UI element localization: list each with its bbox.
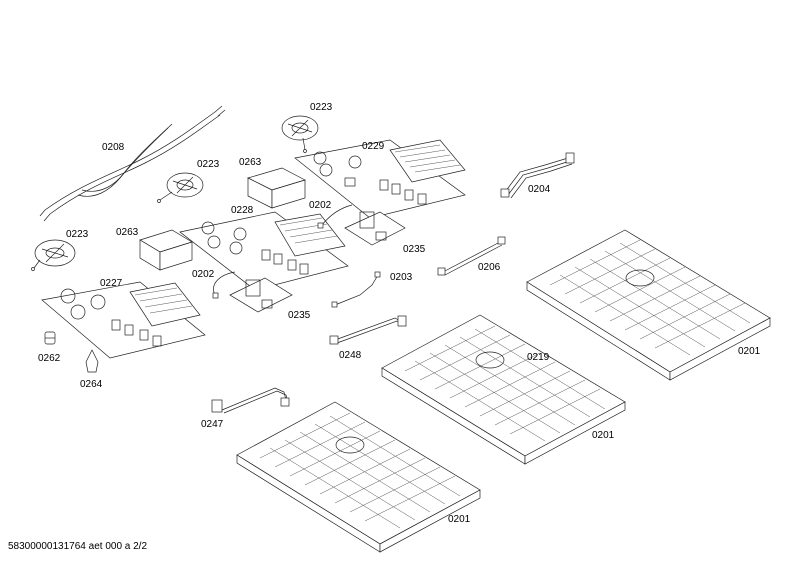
- wire-0203: [331, 271, 381, 308]
- label-0201-a: 0201: [738, 346, 761, 357]
- label-0264: 0264: [80, 379, 103, 390]
- label-0208: 0208: [102, 142, 125, 153]
- label-0263-b: 0263: [116, 227, 139, 238]
- label-0227: 0227: [100, 278, 123, 289]
- small-board-0235-b: [229, 277, 293, 313]
- label-0229: 0229: [362, 141, 385, 152]
- label-0202-a: 0202: [309, 200, 332, 211]
- label-0201-c: 0201: [448, 514, 471, 525]
- label-0223-a: 0223: [310, 102, 333, 113]
- label-0203: 0203: [390, 272, 413, 283]
- clip-0264: [85, 349, 99, 373]
- label-0248: 0248: [339, 350, 362, 361]
- label-0228: 0228: [231, 205, 254, 216]
- base-tray-0201-c: [236, 401, 481, 553]
- ribbon-cable-0204: [500, 152, 575, 199]
- base-tray-0201-b: [381, 314, 626, 465]
- label-0223-b: 0223: [197, 159, 220, 170]
- circuit-board-0229: [294, 139, 466, 219]
- circuit-board-0228: [179, 211, 349, 291]
- base-tray-0201-a: [526, 229, 771, 381]
- wire-0202-a: [317, 204, 353, 229]
- document-reference: 58300000131764 aet 000 a 2/2: [8, 541, 148, 552]
- cable-harness-0208: [39, 105, 226, 222]
- circuit-board-0227: [41, 281, 206, 359]
- label-0247: 0247: [201, 419, 224, 430]
- wire-0202-b: [212, 271, 236, 299]
- label-0201-b: 0201: [592, 430, 615, 441]
- cover-box-0263-b: [139, 229, 193, 271]
- label-0262: 0262: [38, 353, 61, 364]
- wire-0247: [211, 387, 290, 414]
- label-0223-c: 0223: [66, 229, 89, 240]
- label-0235-a: 0235: [403, 244, 426, 255]
- label-0219: 0219: [527, 352, 550, 363]
- label-0202-b: 0202: [192, 269, 215, 280]
- fan-0223-b: [157, 172, 204, 203]
- label-0263-a: 0263: [239, 157, 262, 168]
- small-board-0235-a: [344, 211, 406, 246]
- foot-0262: [44, 331, 56, 345]
- cover-box-0263-a: [247, 167, 306, 209]
- label-0206: 0206: [478, 262, 501, 273]
- wire-0206: [437, 236, 506, 276]
- fan-0223-c: [31, 239, 76, 271]
- label-0235-b: 0235: [288, 310, 311, 321]
- wire-0248: [329, 315, 407, 345]
- fan-0223-a: [281, 115, 319, 153]
- label-0204: 0204: [528, 184, 551, 195]
